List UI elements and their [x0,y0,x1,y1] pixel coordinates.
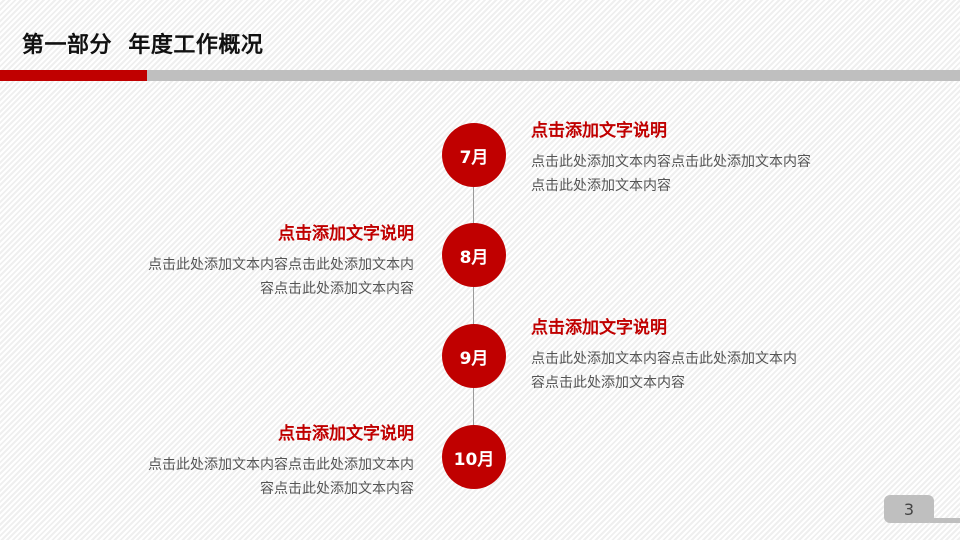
footer-line [930,518,960,523]
header-divider-red [0,70,147,81]
entry-heading[interactable]: 点击添加文字说明 [278,224,414,244]
entry-heading[interactable]: 点击添加文字说明 [531,318,667,338]
header-divider-gray [0,70,960,81]
entry-heading[interactable]: 点击添加文字说明 [531,121,667,141]
entry-text[interactable]: 点击此处添加文本内容点击此处添加文本内容点击此处添加文本内容 [148,257,414,297]
page-number: 3 [884,495,934,523]
timeline-entry-10[interactable]: 点击添加文字说明 点击此处添加文本内容点击此处添加文本内容点击此处添加文本内容 [138,423,414,501]
entry-text[interactable]: 点击此处添加文本内容点击此处添加文本内容点击此处添加文本内容 [148,457,414,497]
month-marker-7: 7月 [442,123,506,187]
slide-title: 第一部分 年度工作概况 [22,33,264,58]
entry-text[interactable]: 点击此处添加文本内容点击此处添加文本内容点击此处添加文本内容 [531,154,811,194]
entry-heading[interactable]: 点击添加文字说明 [278,424,414,444]
month-marker-8: 8月 [442,223,506,287]
month-marker-9: 9月 [442,324,506,388]
timeline-axis [473,150,474,460]
timeline-entry-8[interactable]: 点击添加文字说明 点击此处添加文本内容点击此处添加文本内容点击此处添加文本内容 [138,223,414,301]
month-marker-10: 10月 [442,425,506,489]
timeline-entry-7[interactable]: 点击添加文字说明 点击此处添加文本内容点击此处添加文本内容点击此处添加文本内容 [531,120,813,198]
entry-text[interactable]: 点击此处添加文本内容点击此处添加文本内容点击此处添加文本内容 [531,351,797,391]
timeline-entry-9[interactable]: 点击添加文字说明 点击此处添加文本内容点击此处添加文本内容点击此处添加文本内容 [531,317,807,395]
